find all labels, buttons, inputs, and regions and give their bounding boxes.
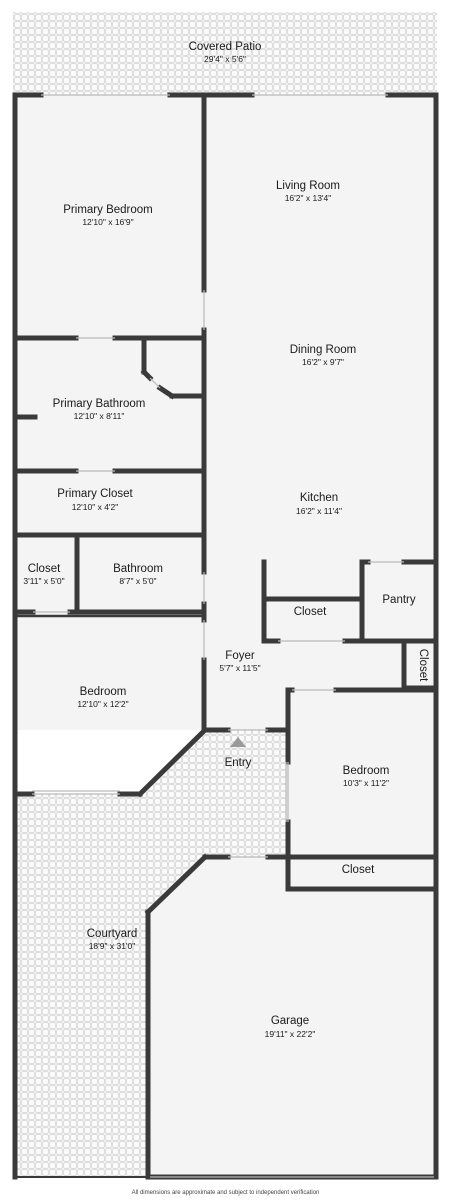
foyer-dims: 5'7" x 11'5"	[219, 663, 260, 673]
bedroom-east-closet-label: Closet	[342, 864, 375, 876]
primary-bedroom-label: Primary Bedroom	[63, 204, 152, 216]
dining-room-dims: 16'2" x 9'7"	[302, 357, 344, 367]
garage-label: Garage	[271, 1015, 309, 1027]
bedroom-west-dims: 12'10" x 12'2"	[77, 699, 128, 709]
bedroom-east-label: Bedroom	[343, 765, 390, 777]
courtyard-label: Courtyard	[87, 928, 138, 940]
courtyard-dims: 18'9" x 31'0"	[89, 941, 136, 951]
foyer-closet-label: Closet	[417, 649, 429, 682]
covered-patio-area	[13, 12, 437, 96]
primary-closet-dims: 12'10" x 4'2"	[72, 502, 119, 512]
closet-small-label: Closet	[28, 563, 61, 575]
primary-bathroom-label: Primary Bathroom	[53, 398, 146, 410]
primary-closet-label: Primary Closet	[57, 488, 133, 500]
bathroom-label: Bathroom	[113, 563, 163, 575]
openings	[32, 94, 434, 1178]
bathroom-dims: 8'7" x 5'0"	[119, 576, 156, 586]
kitchen-dims: 16'2" x 11'4"	[296, 506, 342, 516]
primary-bathroom-dims: 12'10" x 8'11"	[74, 411, 125, 421]
primary-bedroom-dims: 12'10" x 16'9"	[82, 217, 133, 227]
covered-patio-dims: 29'4" x 5'6"	[204, 54, 246, 64]
courtyard-area	[15, 730, 288, 1177]
pantry-label: Pantry	[382, 594, 415, 606]
disclaimer-note: All dimensions are approximate and subje…	[131, 1190, 320, 1196]
dining-room-label: Dining Room	[290, 344, 356, 356]
entry-arrow-icon	[230, 737, 246, 747]
interior-floor	[15, 95, 436, 730]
garage-dims: 19'11" x 22'2"	[265, 1029, 316, 1039]
bedroom-west-label: Bedroom	[80, 686, 127, 698]
living-room-dims: 16'2" x 13'4"	[285, 193, 332, 203]
garage-floor	[148, 857, 436, 1177]
kitchen-label: Kitchen	[300, 492, 338, 504]
living-room-label: Living Room	[276, 180, 340, 192]
bedroom-east-dims: 10'3" x 11'2"	[343, 778, 389, 788]
kitchen-closet-label: Closet	[294, 606, 327, 618]
foyer-label: Foyer	[225, 650, 255, 662]
closet-small-dims: 3'11" x 5'0"	[23, 576, 64, 586]
bedroom-floor	[288, 690, 436, 858]
entry-label: Entry	[225, 757, 252, 769]
covered-patio-label: Covered Patio	[189, 41, 262, 53]
closet-floor	[288, 857, 436, 889]
